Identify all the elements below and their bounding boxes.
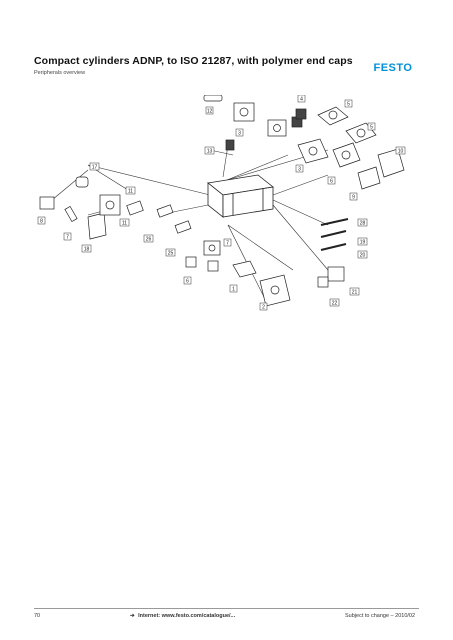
cylinder-body xyxy=(207,174,274,218)
part-nut-6 xyxy=(185,256,197,268)
callout-5b: 5 xyxy=(367,122,376,131)
callout-3: 3 xyxy=(235,128,244,137)
svg-text:9: 9 xyxy=(352,195,355,201)
svg-text:2: 2 xyxy=(262,305,265,311)
subject-to-change-note: Subject to change – 2010/02 xyxy=(345,613,416,619)
callout-10: 10 xyxy=(395,146,406,155)
part-sensor-22 xyxy=(317,276,329,288)
svg-text:28: 28 xyxy=(360,221,366,227)
callout-26: 26 xyxy=(143,234,154,243)
callout-11b: 11 xyxy=(119,218,130,227)
svg-text:6: 6 xyxy=(330,179,333,185)
svg-text:11: 11 xyxy=(122,221,127,227)
part-sensor-21 xyxy=(327,266,345,282)
svg-text:17: 17 xyxy=(92,165,98,171)
callout-9: 9 xyxy=(349,192,358,201)
svg-text:1: 1 xyxy=(232,287,235,293)
part-coupling-11 xyxy=(126,200,144,216)
callout-7: 7 xyxy=(63,232,72,241)
svg-text:3: 3 xyxy=(238,131,241,137)
svg-text:10: 10 xyxy=(398,149,404,155)
callout-20: 20 xyxy=(357,250,368,259)
part-sensor-block xyxy=(39,196,55,210)
callout-21: 21 xyxy=(349,287,360,296)
leader-lines xyxy=(45,144,329,306)
callout-3b: 3 xyxy=(295,164,304,173)
part-coupling-26 xyxy=(156,204,174,218)
festo-logo: FESTO xyxy=(371,60,415,74)
svg-text:7: 7 xyxy=(226,241,229,247)
part-foot-9 xyxy=(357,166,381,190)
callout-11: 11 xyxy=(125,186,136,195)
page-subtitle: Peripherals overview xyxy=(34,70,86,76)
svg-text:3: 3 xyxy=(298,167,301,173)
svg-text:18: 18 xyxy=(84,247,90,253)
svg-text:25: 25 xyxy=(168,251,174,257)
callout-17: 17 xyxy=(89,162,100,171)
internet-link[interactable]: ➔ Internet: www.festo.com/catalogue/... xyxy=(130,613,235,619)
svg-text:6: 6 xyxy=(186,279,189,285)
part-rod-clevis xyxy=(203,95,223,102)
svg-text:7: 7 xyxy=(66,235,69,241)
callout-5: 5 xyxy=(344,99,353,108)
part-foot-10 xyxy=(377,148,405,178)
part-nut-8 xyxy=(207,260,219,272)
arrow-right-icon: ➔ xyxy=(130,613,135,619)
svg-text:26: 26 xyxy=(146,237,152,243)
callout-25: 25 xyxy=(165,248,176,257)
peripherals-diagram: 12 4 5 5 10 13 3 3 6 9 17 11 11 8 7 18 2… xyxy=(37,95,406,311)
svg-text:8: 8 xyxy=(40,219,43,225)
footer-divider xyxy=(34,608,419,609)
svg-text:21: 21 xyxy=(352,290,358,296)
part-fitting xyxy=(225,139,235,151)
part-piston-rod-end xyxy=(75,176,89,188)
svg-text:20: 20 xyxy=(360,253,366,259)
svg-text:5: 5 xyxy=(370,125,373,131)
svg-text:11: 11 xyxy=(128,189,133,195)
svg-text:19: 19 xyxy=(360,240,366,246)
part-foot-18 xyxy=(87,212,107,240)
callout-19: 19 xyxy=(357,237,368,246)
callout-2: 2 xyxy=(259,302,268,311)
callout-7b: 7 xyxy=(223,238,232,247)
svg-text:13: 13 xyxy=(207,149,213,155)
callout-4: 4 xyxy=(297,95,306,103)
part-bolt xyxy=(64,205,78,223)
page-title: Compact cylinders ADNP, to ISO 21287, wi… xyxy=(34,55,353,67)
callout-18: 18 xyxy=(81,244,92,253)
callout-6b: 6 xyxy=(183,276,192,285)
page-number: 70 xyxy=(34,613,41,619)
svg-text:4: 4 xyxy=(300,97,303,103)
internet-link-text: Internet: www.festo.com/catalogue/... xyxy=(138,613,236,619)
part-coupling-25 xyxy=(174,220,192,234)
logo-text: FESTO xyxy=(374,62,413,74)
accessory-parts xyxy=(39,95,405,307)
callout-28: 28 xyxy=(357,218,368,227)
callout-1: 1 xyxy=(229,284,238,293)
callout-8: 8 xyxy=(37,216,46,225)
svg-text:22: 22 xyxy=(332,301,338,307)
svg-text:5: 5 xyxy=(347,102,350,108)
callout-6: 6 xyxy=(327,176,336,185)
callout-labels: 12 4 5 5 10 13 3 3 6 9 17 11 11 8 7 18 2… xyxy=(37,95,406,311)
part-eye-1 xyxy=(232,260,257,278)
callout-12: 12 xyxy=(205,106,214,115)
callout-13: 13 xyxy=(204,146,215,155)
callout-22: 22 xyxy=(329,298,340,307)
svg-text:12: 12 xyxy=(207,109,213,115)
